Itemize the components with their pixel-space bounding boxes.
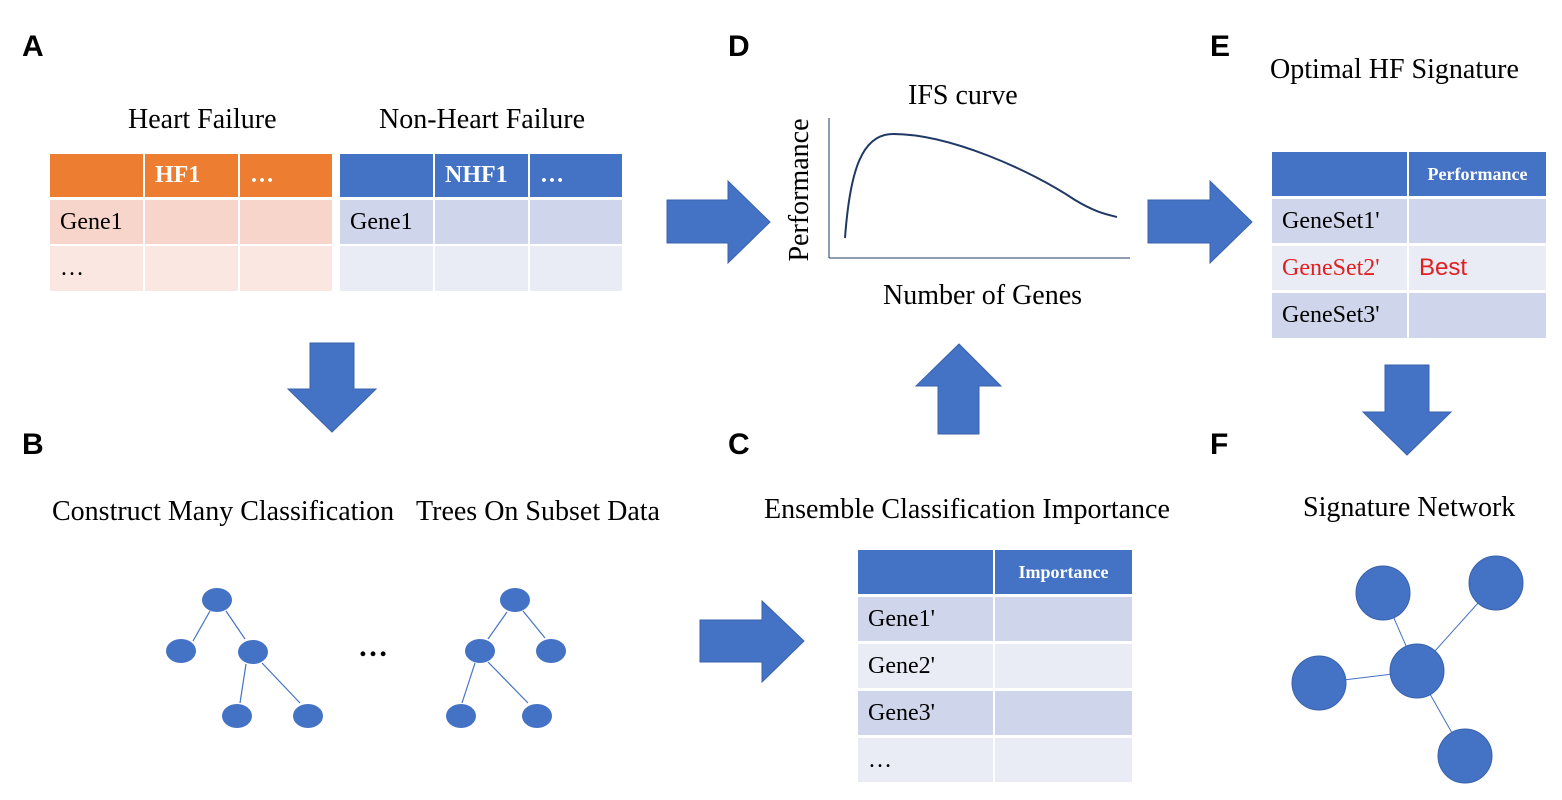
nhf-table-title: Non-Heart Failure [379, 104, 586, 135]
trees-ellipsis: … [358, 630, 388, 663]
signature-row1-value [1409, 199, 1546, 243]
ifs-curve-line [844, 132, 1118, 239]
tree-right-node-1 [465, 639, 495, 663]
nhf-row1-cell-2 [530, 200, 622, 244]
tree-left-node-2 [238, 640, 268, 664]
tree-right [461, 610, 546, 704]
hf-header-cell-1: HF1 [145, 154, 238, 197]
panel-letter-a: A [22, 30, 44, 63]
signature-network-title: Signature Network [1303, 492, 1516, 523]
tree-right-node-3 [446, 704, 476, 728]
network-node-bottom [1437, 728, 1493, 784]
ifs-curve-plot [828, 118, 1130, 259]
signature-header-cell-0 [1272, 152, 1407, 196]
tree-left-root-node [202, 588, 232, 612]
trees-title-part1: Construct Many Classification [52, 496, 395, 527]
importance-row3-gene: Gene3' [858, 691, 993, 735]
signature-row3-name: GeneSet3' [1272, 293, 1407, 338]
hf-table: HF1 … Gene1 … [50, 154, 332, 291]
importance-row3-value [995, 691, 1132, 735]
optimal-signature-title: Optimal HF Signature [1270, 54, 1519, 85]
signature-table: Performance GeneSet1' GeneSet2' Best Gen… [1272, 152, 1546, 338]
nhf-header-cell-0 [340, 154, 433, 197]
tree-left-node-4 [293, 704, 323, 728]
signature-row2-name: GeneSet2' [1272, 246, 1407, 290]
importance-row2-value [995, 644, 1132, 688]
tree-right-node-2 [536, 639, 566, 663]
importance-header-cell-0 [858, 550, 993, 594]
panel-letter-b: B [22, 428, 44, 461]
hf-row2-cell-2 [240, 246, 332, 291]
signature-row3-value [1409, 293, 1546, 338]
nhf-row1-cell-0: Gene1 [340, 200, 433, 244]
hf-header-cell-2: … [240, 154, 332, 197]
hf-row1-cell-0: Gene1 [50, 200, 143, 244]
hf-row2-cell-1 [145, 246, 238, 291]
tree-left [192, 610, 301, 704]
arrow-c-to-d [914, 343, 1003, 435]
panel-letter-f: F [1210, 428, 1229, 461]
hf-table-title: Heart Failure [128, 104, 277, 135]
importance-row4-gene: … [858, 738, 993, 782]
trees-title-part2: Trees On Subset Data [416, 496, 660, 527]
hf-row1-cell-1 [145, 200, 238, 244]
hf-row2-cell-0: … [50, 246, 143, 291]
arrow-d-to-e [1147, 179, 1253, 265]
panel-letter-e: E [1210, 30, 1231, 63]
arrow-b-to-c [699, 599, 805, 684]
panel-letter-d: D [728, 30, 750, 63]
importance-title: Ensemble Classification Importance [764, 494, 1170, 525]
arrow-a-to-b [286, 342, 378, 433]
ifs-x-axis-label: Number of Genes [883, 280, 1083, 311]
nhf-row2-cell-0 [340, 246, 433, 291]
tree-left-node-1 [166, 639, 196, 663]
network-node-top-right [1468, 555, 1524, 611]
arrow-a-to-d [666, 179, 771, 265]
network-node-top-left [1355, 565, 1411, 621]
importance-row2-gene: Gene2' [858, 644, 993, 688]
hf-header-cell-0 [50, 154, 143, 197]
signature-row1-name: GeneSet1' [1272, 199, 1407, 243]
nhf-row1-cell-1 [435, 200, 528, 244]
importance-row1-value [995, 597, 1132, 641]
importance-row4-value [995, 738, 1132, 782]
signature-header-performance: Performance [1409, 152, 1546, 196]
nhf-header-cell-1: NHF1 [435, 154, 528, 197]
ifs-curve-title: IFS curve [908, 80, 1018, 111]
nhf-table: NHF1 … Gene1 [340, 154, 622, 291]
network-node-hub [1389, 643, 1445, 699]
tree-right-root-node [500, 588, 530, 612]
panel-letter-c: C [728, 428, 750, 461]
importance-header-importance: Importance [995, 550, 1132, 594]
importance-table: Importance Gene1' Gene2' Gene3' … [858, 550, 1132, 782]
nhf-row2-cell-2 [530, 246, 622, 291]
network-node-left [1291, 655, 1347, 711]
tree-right-node-4 [522, 704, 552, 728]
importance-row1-gene: Gene1' [858, 597, 993, 641]
signature-row2-value: Best [1409, 246, 1546, 290]
arrow-e-to-f [1361, 364, 1453, 456]
hf-row1-cell-2 [240, 200, 332, 244]
tree-left-node-3 [222, 704, 252, 728]
nhf-row2-cell-1 [435, 246, 528, 291]
nhf-header-cell-2: … [530, 154, 622, 197]
